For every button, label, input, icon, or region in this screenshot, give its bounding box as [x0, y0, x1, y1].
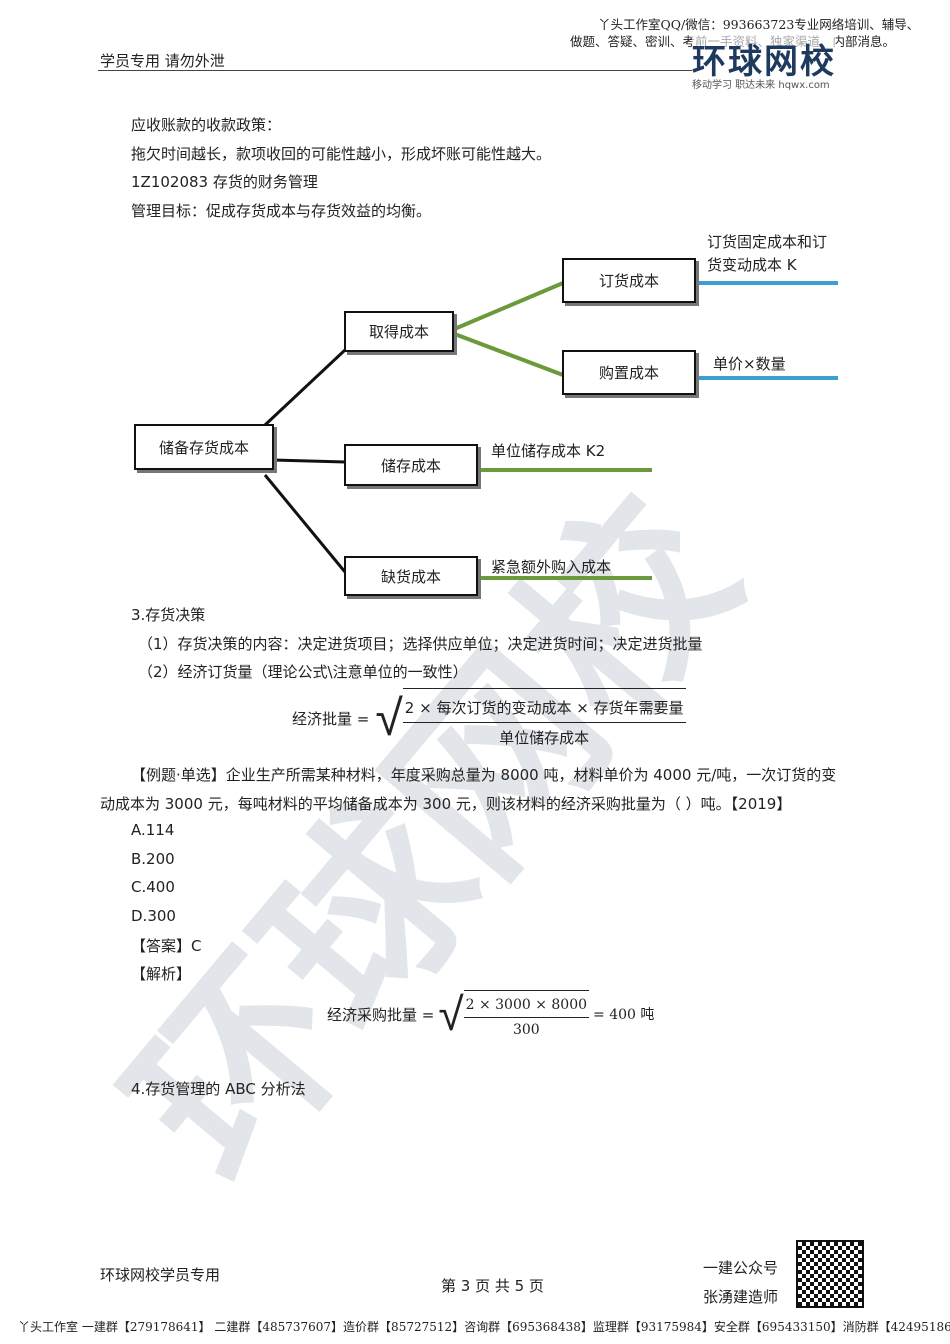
- shortage-note: 紧急额外购入成本: [491, 558, 612, 576]
- node-storage: 储存成本: [344, 444, 478, 486]
- option-a: A.114: [131, 821, 175, 839]
- section-3-1: （1）存货决策的内容：决定进货项目；选择供应单位；决定进货时间；决定进货批量: [138, 635, 703, 653]
- text-p4: 管理目标：促成存货成本与存货效益的均衡。: [131, 202, 432, 220]
- qr-label-1: 一建公众号: [703, 1259, 779, 1277]
- option-b: B.200: [131, 850, 175, 868]
- question-line-2: 动成本为 3000 元，每吨材料的平均储备成本为 300 元，则该材料的经济采购…: [100, 795, 792, 813]
- connector-order: [451, 281, 564, 332]
- connector-purchase: [451, 331, 564, 377]
- section-4: 4.存货管理的 ABC 分析法: [131, 1080, 306, 1098]
- formula-answer: 经济采购批量 = √ 2 × 3000 × 8000 300 = 400 吨: [327, 990, 654, 1038]
- footer-groups: 丫头工作室 一建群【279178641】 二建群【485737607】造价群【8…: [18, 1320, 950, 1334]
- qr-label-2: 张湧建造师: [703, 1288, 779, 1306]
- purchase-note: 单价×数量: [713, 355, 786, 373]
- header-rule: [98, 70, 698, 71]
- node-root: 储备存货成本: [134, 424, 274, 470]
- text-p2: 拖欠时间越长，款项收回的可能性越小，形成坏账可能性越大。: [131, 145, 552, 163]
- section-3-2: （2）经济订货量（理论公式\注意单位的一致性）: [138, 663, 468, 681]
- diagram-connectors: [263, 281, 838, 580]
- connector-acquire: [263, 348, 347, 427]
- option-d: D.300: [131, 907, 176, 925]
- formula-eoq-denominator: 单位储存成本: [499, 729, 590, 747]
- header-left: 学员专用 请勿外泄: [100, 52, 225, 70]
- formula-answer-denominator: 300: [512, 1022, 540, 1038]
- formula-answer-lhs: 经济采购批量 =: [327, 1005, 435, 1024]
- page-number: 第 3 页 共 5 页: [441, 1277, 544, 1295]
- node-order: 订货成本: [562, 258, 696, 303]
- text-p1: 应收账款的收款政策：: [131, 116, 282, 134]
- order-note-1: 订货固定成本和订: [707, 233, 828, 251]
- qr-code: [796, 1240, 864, 1308]
- formula-eoq-numerator: 2 × 每次订货的变动成本 × 存货年需要量: [402, 697, 686, 723]
- connector-shortage: [263, 474, 347, 573]
- section-3: 3.存货决策: [131, 606, 206, 624]
- connector-storage: [272, 458, 346, 464]
- formula-eoq: 经济批量 = √ 2 × 每次订货的变动成本 × 存货年需要量 单位储存成本: [292, 688, 686, 748]
- formula-answer-result: = 400 吨: [593, 1007, 655, 1023]
- text-p3: 1Z102083 存货的财务管理: [131, 173, 318, 191]
- analysis-label: 【解析】: [131, 965, 192, 983]
- formula-answer-numerator: 2 × 3000 × 8000: [463, 997, 590, 1018]
- option-c: C.400: [131, 878, 175, 896]
- header-notice-1: 丫头工作室QQ/微信：993663723专业网络培训、辅导、: [598, 17, 920, 32]
- logo: 环球网校: [692, 34, 836, 83]
- node-purchase: 购置成本: [562, 350, 696, 395]
- order-note-2: 货变动成本 K: [707, 256, 797, 274]
- answer: 【答案】C: [131, 937, 202, 955]
- storage-note: 单位储存成本 K2: [491, 442, 606, 460]
- sqrt-icon: √: [375, 689, 403, 747]
- node-acquire: 取得成本: [344, 311, 454, 352]
- node-shortage: 缺货成本: [344, 556, 478, 596]
- logo-slogan: 移动学习 职达未来 hqwx.com: [692, 80, 830, 91]
- sqrt-icon: √: [438, 987, 464, 1041]
- footer-left: 环球网校学员专用: [100, 1266, 221, 1284]
- question-line-1: 【例题·单选】企业生产所需某种材料，年度采购总量为 8000 吨，材料单价为 4…: [131, 766, 837, 784]
- formula-eoq-lhs: 经济批量 =: [292, 709, 370, 728]
